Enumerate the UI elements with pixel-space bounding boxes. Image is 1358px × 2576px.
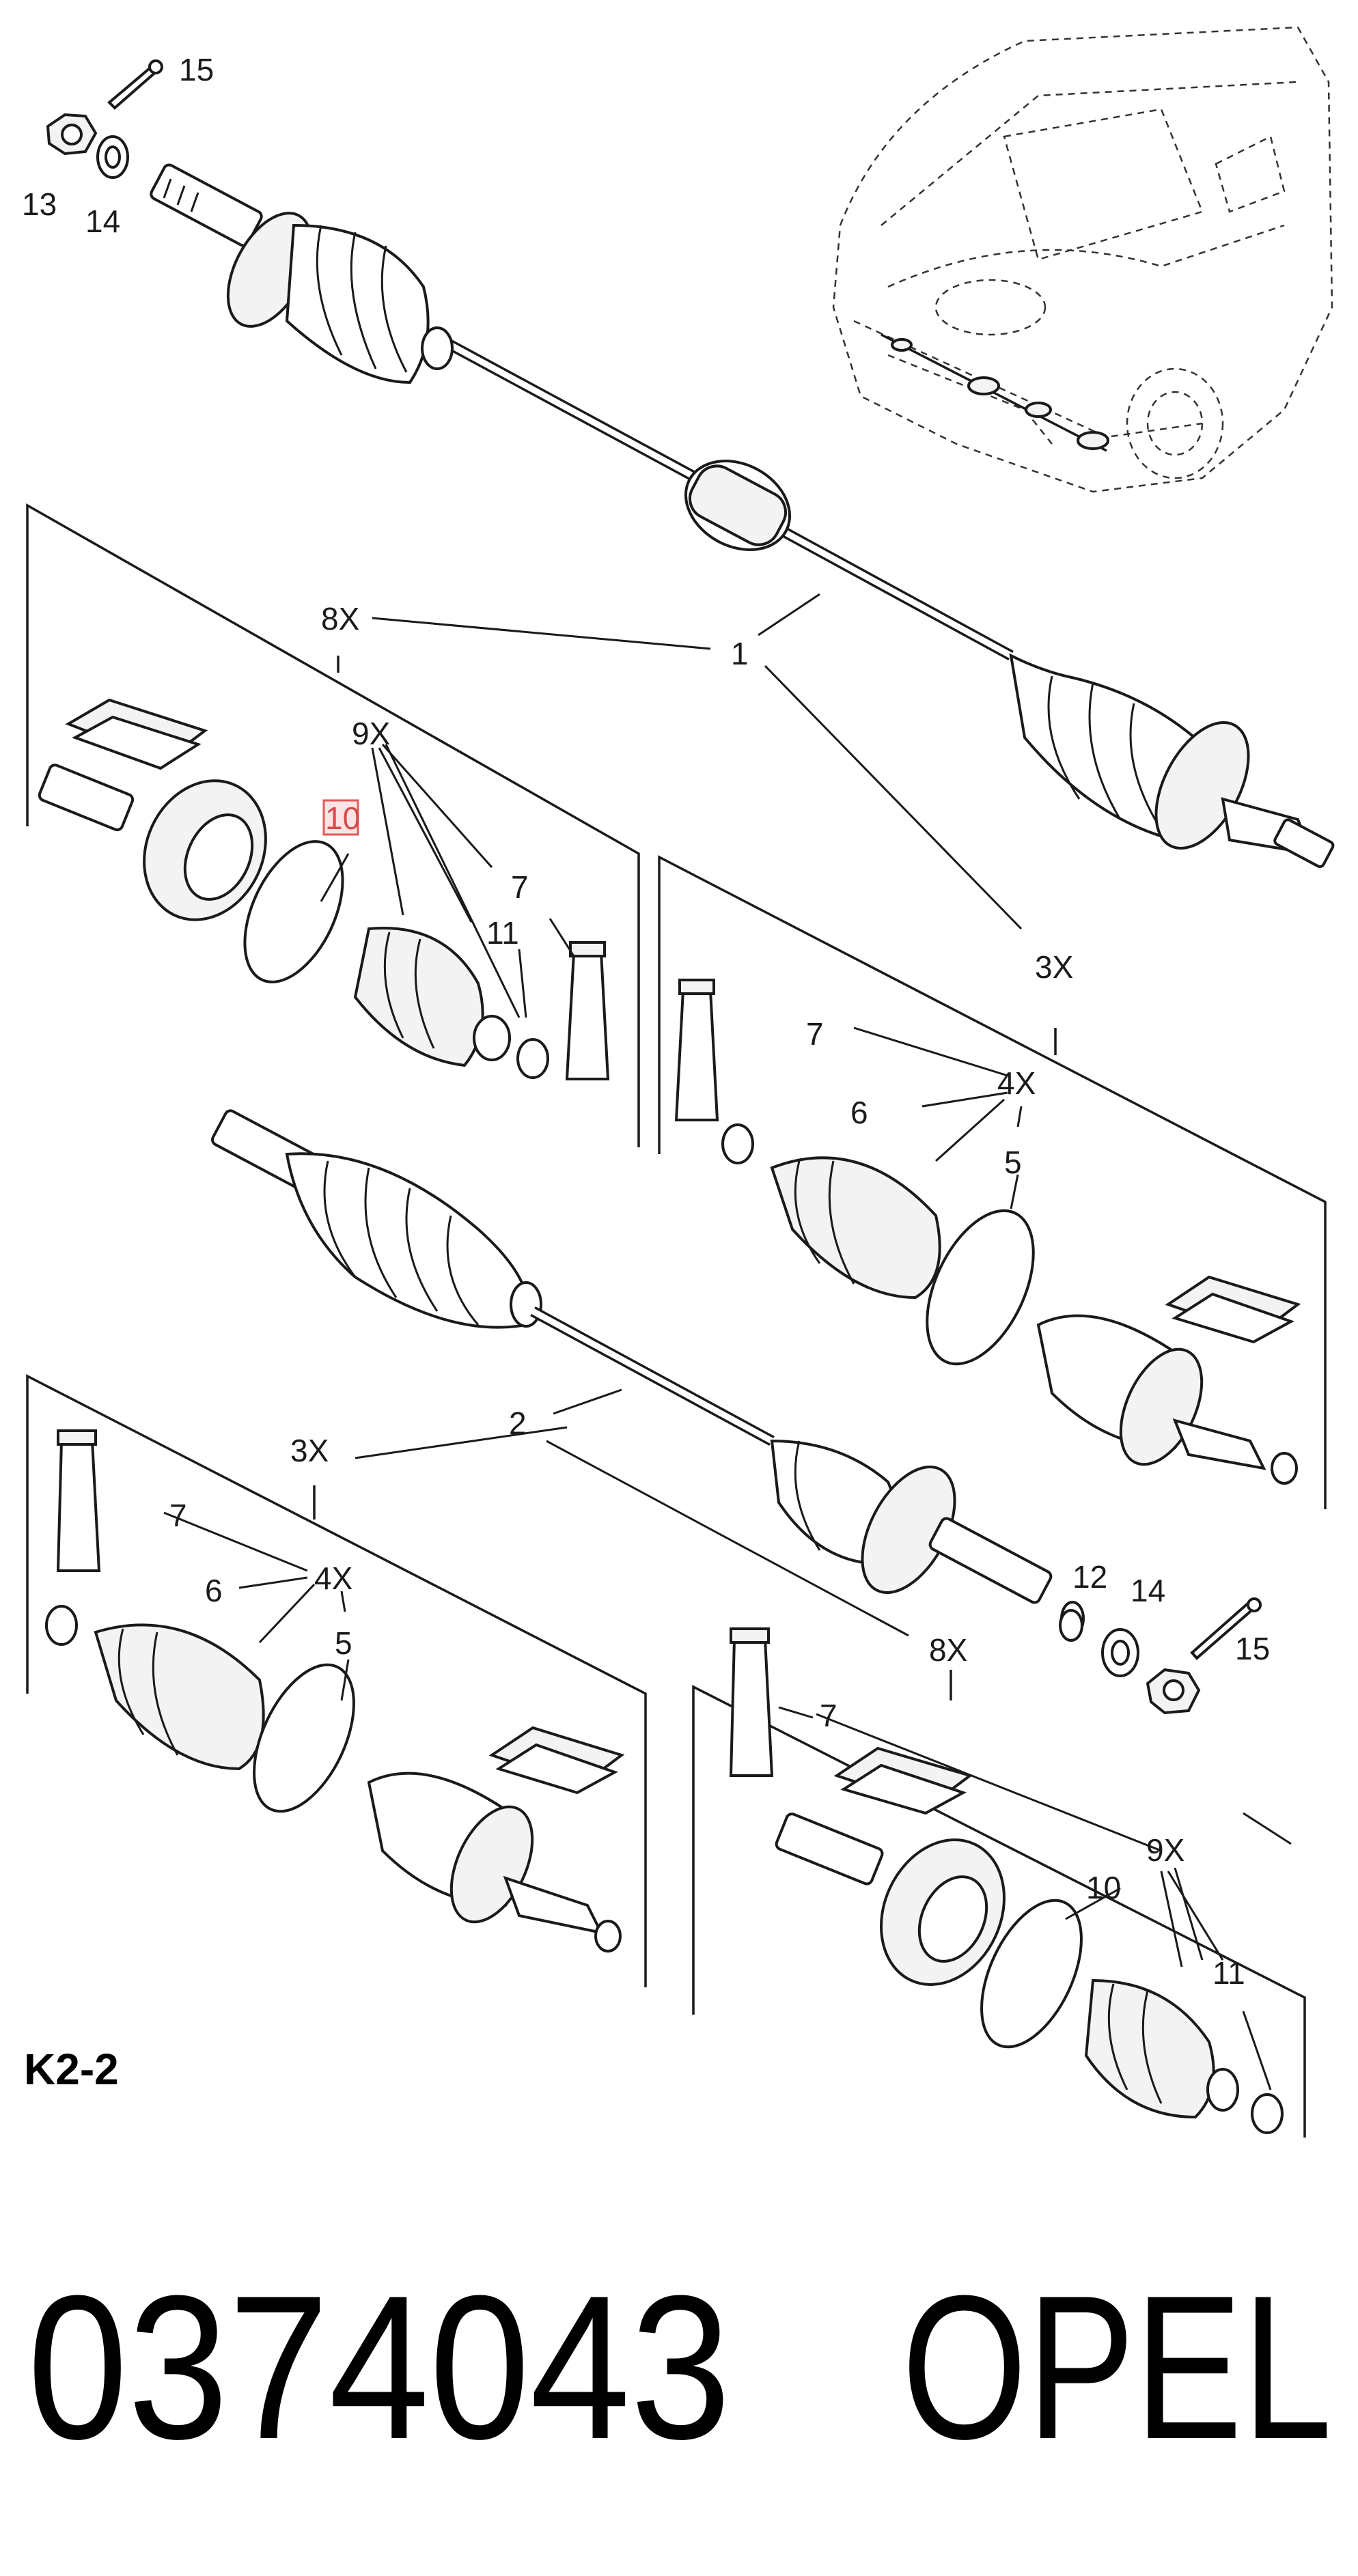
callout-6-upper: 6 [850, 1095, 868, 1130]
callout-10-upper: 10 [325, 800, 360, 836]
kit-parts-lower-right [729, 1627, 1284, 2134]
drive-shaft-assembly-2 [211, 1109, 1085, 1636]
kit-parts-upper-right [674, 979, 1301, 1485]
callout-1: 1 [731, 636, 749, 671]
callout-2: 2 [509, 1405, 527, 1441]
callout-5-upper: 5 [1004, 1145, 1022, 1180]
callout-13: 13 [22, 186, 57, 222]
callout-8x-lower: 8X [929, 1632, 967, 1668]
vehicle-outline [832, 26, 1333, 493]
callout-labels: 15 13 14 8X 1 9X 10 7 11 3X 7 4X 6 5 2 3… [22, 52, 1270, 1991]
callout-12: 12 [1072, 1559, 1107, 1595]
callout-10-highlight: 10 [322, 799, 360, 836]
callout-15-middle: 15 [1235, 1631, 1270, 1666]
drive-shaft-assembly-1 [150, 163, 1335, 869]
kit-parts-lower-left [45, 1429, 625, 1952]
kit-box-right-lower [692, 1670, 1306, 2138]
callout-4x-upper: 4X [997, 1065, 1036, 1101]
callout-9x-lower: 9X [1146, 1832, 1184, 1868]
callout-11-lower: 11 [1212, 1955, 1245, 1991]
callout-3x-lower: 3X [290, 1433, 329, 1468]
callout-3x-upper: 3X [1035, 949, 1073, 985]
kit-box-left-lower [26, 1374, 647, 1987]
diagram-reference: K2-2 [24, 2045, 119, 2094]
callout-10-lower: 10 [1086, 1870, 1121, 1905]
callout-15-top: 15 [179, 52, 214, 87]
callout-7-lower-right: 7 [820, 1698, 837, 1733]
middle-hardware [1059, 1597, 1262, 1715]
callout-5-lower: 5 [335, 1625, 352, 1661]
brand-name: OPEL [902, 2252, 1332, 2482]
callout-7-upper-left: 7 [511, 869, 529, 905]
callout-9x-upper: 9X [352, 716, 390, 751]
callout-14-middle: 14 [1131, 1573, 1165, 1608]
callout-7-lower-left: 7 [169, 1498, 187, 1533]
callout-14-top: 14 [85, 204, 120, 239]
kit-box-right-upper [658, 855, 1327, 1509]
leader-lines [163, 593, 1292, 2090]
kit-box-left-upper [26, 503, 640, 1147]
part-number: 0374043 [27, 2252, 731, 2482]
callout-6-lower: 6 [205, 1573, 223, 1608]
callout-8x-upper: 8X [321, 601, 359, 636]
top-hardware [46, 59, 163, 179]
callout-11-upper: 11 [486, 915, 519, 951]
callout-4x-lower: 4X [314, 1560, 352, 1596]
kit-parts-upper-left [38, 698, 610, 1080]
callout-7-upper-right: 7 [806, 1016, 824, 1052]
